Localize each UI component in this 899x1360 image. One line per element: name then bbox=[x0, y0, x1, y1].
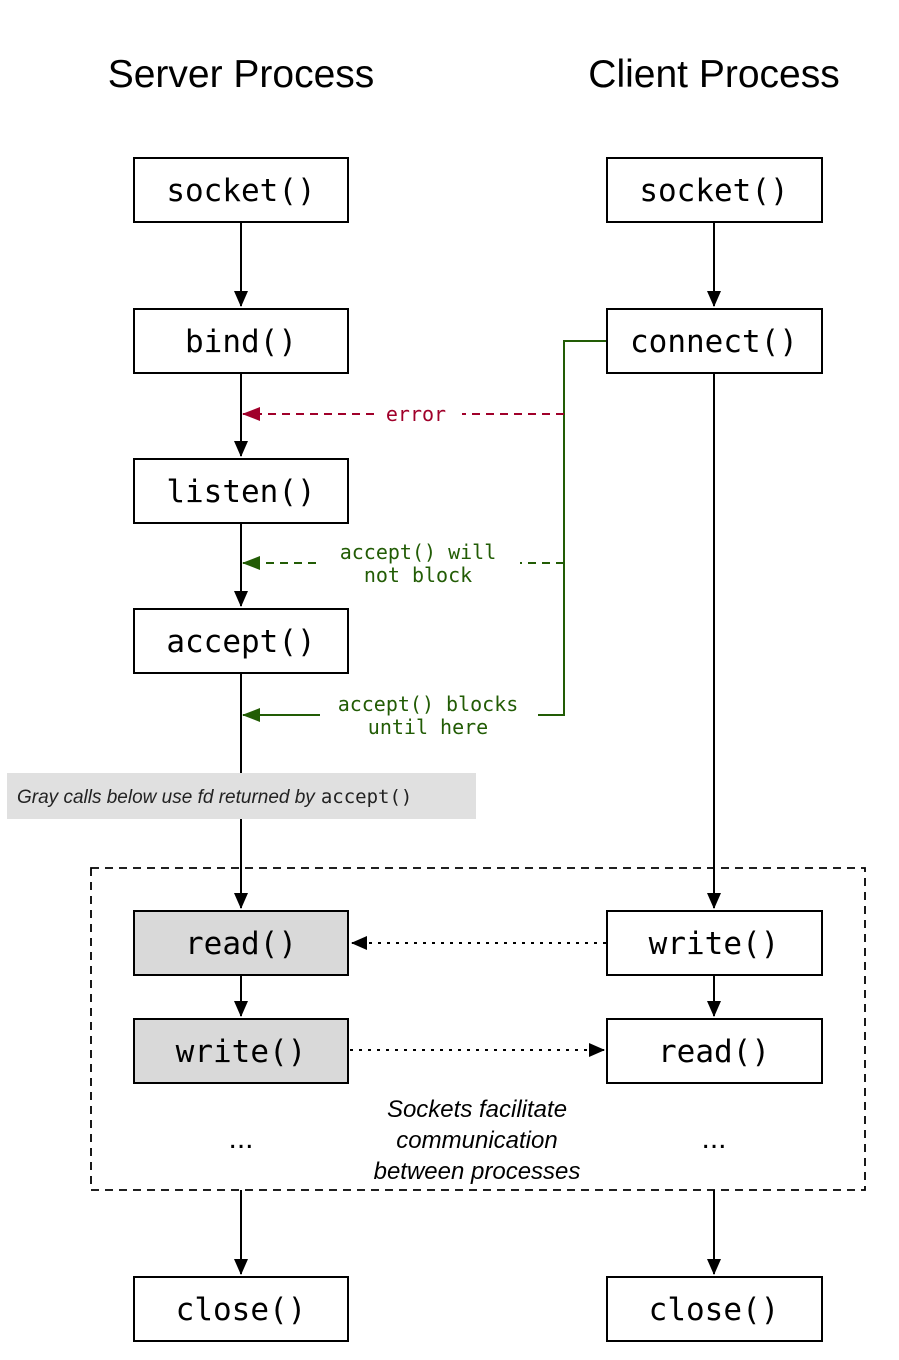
error-label: error bbox=[386, 402, 446, 426]
server-write-label: write() bbox=[176, 1034, 307, 1070]
client-ellipsis: ... bbox=[701, 1122, 726, 1155]
client-process-title: Client Process bbox=[588, 53, 839, 96]
gray-calls-note-bg bbox=[7, 773, 476, 819]
server-close-box: close() bbox=[133, 1276, 349, 1342]
sockets-caption-line3: between processes bbox=[374, 1158, 581, 1185]
server-socket-box: socket() bbox=[133, 157, 349, 223]
gray-calls-note-text: Gray calls below use fd returned by bbox=[17, 787, 316, 808]
server-read-box: read() bbox=[133, 910, 349, 976]
communication-region bbox=[90, 867, 866, 1191]
server-socket-label: socket() bbox=[166, 173, 315, 209]
accept-will-label-line2: not block bbox=[364, 563, 472, 587]
client-socket-label: socket() bbox=[639, 173, 788, 209]
client-close-box: close() bbox=[606, 1276, 823, 1342]
client-read-box: read() bbox=[606, 1018, 823, 1084]
client-write-box: write() bbox=[606, 910, 823, 976]
server-write-box: write() bbox=[133, 1018, 349, 1084]
client-write-label: write() bbox=[649, 926, 780, 962]
server-accept-box: accept() bbox=[133, 608, 349, 674]
server-bind-label: bind() bbox=[185, 324, 297, 360]
server-close-label: close() bbox=[176, 1292, 307, 1328]
server-accept-label: accept() bbox=[166, 624, 315, 660]
client-read-label: read() bbox=[658, 1034, 770, 1070]
server-read-label: read() bbox=[185, 926, 297, 962]
connect-green-bracket bbox=[538, 340, 607, 716]
accept-will-label-line1: accept() will bbox=[340, 540, 497, 564]
client-socket-box: socket() bbox=[606, 157, 823, 223]
accept-blocks-label-line2: until here bbox=[368, 715, 488, 739]
server-bind-box: bind() bbox=[133, 308, 349, 374]
server-listen-box: listen() bbox=[133, 458, 349, 524]
server-ellipsis: ... bbox=[228, 1122, 253, 1155]
accept-blocks-label-line1: accept() blocks bbox=[338, 692, 519, 716]
gray-calls-note-code: accept() bbox=[321, 786, 413, 808]
server-listen-label: listen() bbox=[166, 474, 315, 510]
client-connect-label: connect() bbox=[630, 324, 798, 360]
client-connect-box: connect() bbox=[606, 308, 823, 374]
server-process-title: Server Process bbox=[108, 53, 375, 96]
client-close-label: close() bbox=[649, 1292, 780, 1328]
sockets-caption-line1: Sockets facilitate bbox=[387, 1096, 567, 1123]
sockets-caption-line2: communication bbox=[396, 1127, 557, 1154]
